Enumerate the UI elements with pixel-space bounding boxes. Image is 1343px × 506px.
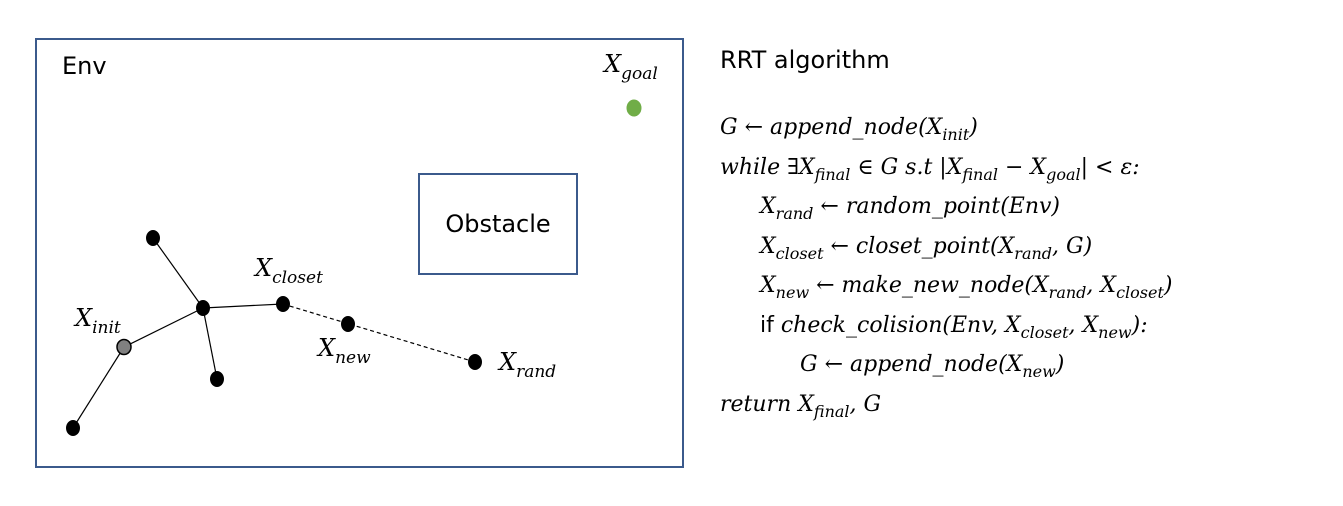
edge-hub-bottom bbox=[202, 307, 218, 380]
new-label: Xnew bbox=[318, 334, 371, 368]
closet-node bbox=[276, 296, 290, 312]
algorithm-pseudocode: G ← append_node(Xinit) while ∃Xfinal ∈ G… bbox=[720, 112, 1172, 428]
algorithm-title: RRT algorithm bbox=[720, 46, 890, 74]
edge-hub-top bbox=[152, 237, 204, 309]
algo-line: G ← append_node(Xinit) bbox=[720, 115, 978, 144]
tree-node-bottom bbox=[210, 371, 224, 387]
algo-line: Xnew ← make_new_node(Xrand, Xcloset) bbox=[760, 273, 1173, 302]
algo-line: Xrand ← random_point(Env) bbox=[760, 194, 1061, 223]
tree-node-top bbox=[146, 230, 160, 246]
algo-line: if check_colision(Env, Xcloset, Xnew): bbox=[760, 312, 1148, 342]
env-title: Env bbox=[62, 52, 107, 80]
algo-line: while ∃Xfinal ∈ G s.t |Xfinal − Xgoal| <… bbox=[720, 154, 1140, 184]
init-node bbox=[116, 338, 132, 356]
edge-init-hub bbox=[123, 307, 204, 348]
obstacle-label: Obstacle bbox=[445, 210, 551, 238]
goal-label: Xgoal bbox=[604, 50, 658, 84]
edge-hub-closet bbox=[202, 303, 284, 309]
algo-line: Xcloset ← closet_point(Xrand, G) bbox=[760, 233, 1093, 263]
new-node bbox=[341, 316, 355, 332]
rand-label: Xrand bbox=[499, 348, 557, 382]
goal-node bbox=[626, 99, 642, 117]
tree-edges bbox=[72, 237, 284, 429]
rand-node bbox=[468, 354, 482, 370]
tree-node-leaf bbox=[66, 420, 80, 436]
tree-node-hub bbox=[196, 300, 210, 316]
algo-line: G ← append_node(Xnew) bbox=[800, 352, 1065, 381]
algo-line: return Xfinal, G bbox=[720, 391, 882, 421]
dashed-closet-rand bbox=[282, 303, 476, 363]
edge-init-leaf bbox=[72, 346, 125, 429]
init-label: Xinit bbox=[75, 304, 121, 338]
closet-label: Xcloset bbox=[255, 254, 323, 288]
obstacle-box: Obstacle bbox=[418, 173, 578, 275]
env-border bbox=[35, 38, 684, 468]
